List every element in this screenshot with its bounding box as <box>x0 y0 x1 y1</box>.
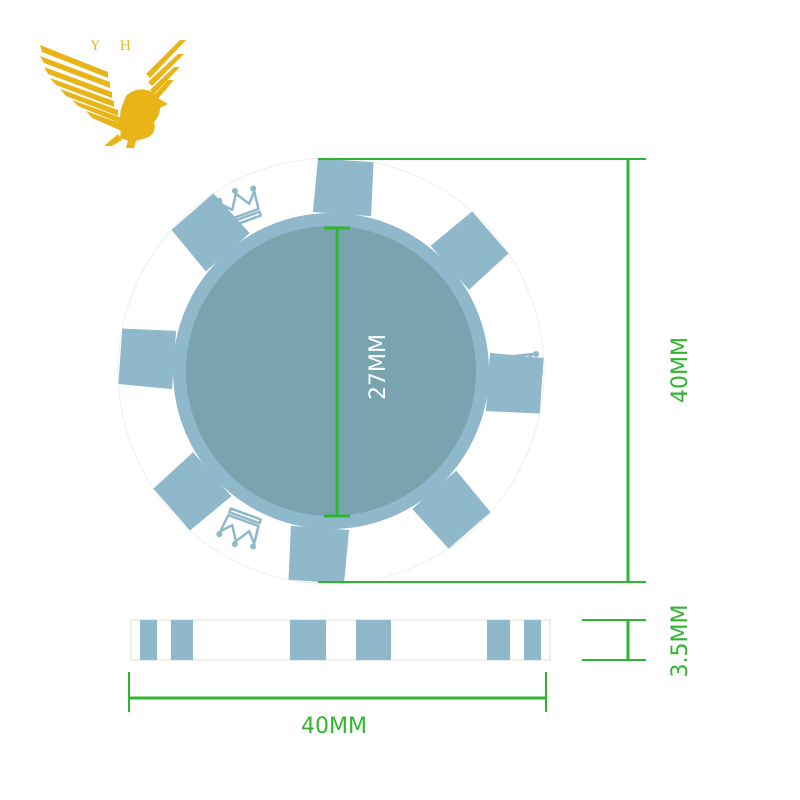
thickness-label: 3.5MM <box>668 605 693 678</box>
crown-icon <box>506 351 543 393</box>
chip-side-stripe <box>290 620 326 660</box>
crown-icon <box>216 507 263 550</box>
chip-edge-spot <box>312 158 374 217</box>
chip-edge-spot <box>118 328 177 390</box>
inner-diameter-label: 27MM <box>366 334 391 400</box>
chip-edge-spot <box>430 211 509 290</box>
chip-center-inlay <box>186 226 476 516</box>
outer-diameter-label: 40MM <box>668 337 693 403</box>
chip-side-stripe <box>487 620 510 660</box>
width-dimension <box>128 672 547 712</box>
chip-edge-spot <box>288 525 350 584</box>
chip-edge-spot <box>171 193 250 272</box>
crown-icon <box>216 185 263 228</box>
chip-side-stripe <box>171 620 193 660</box>
chip-side-stripe <box>356 620 391 660</box>
chip-side-stripe <box>140 620 157 660</box>
chip-side-stripes <box>140 620 541 660</box>
chip-side-view <box>130 619 551 661</box>
chip-edge-spots <box>118 158 544 584</box>
eagle-icon <box>40 40 186 148</box>
inner-diameter-dimension <box>324 226 350 518</box>
chip-edge-spot <box>153 452 232 531</box>
chip-edge-spot <box>412 470 491 549</box>
chip-side-stripe <box>524 620 541 660</box>
chip-crown-emblems <box>216 185 543 550</box>
thickness-dimension <box>582 619 646 661</box>
brand-logo: Y H <box>40 39 186 148</box>
width-label: 40MM <box>301 714 367 739</box>
chip-top-view <box>117 157 545 585</box>
logo-letters: Y H <box>90 39 139 54</box>
outer-diameter-dimension <box>318 158 646 583</box>
chip-side-body <box>130 619 551 661</box>
